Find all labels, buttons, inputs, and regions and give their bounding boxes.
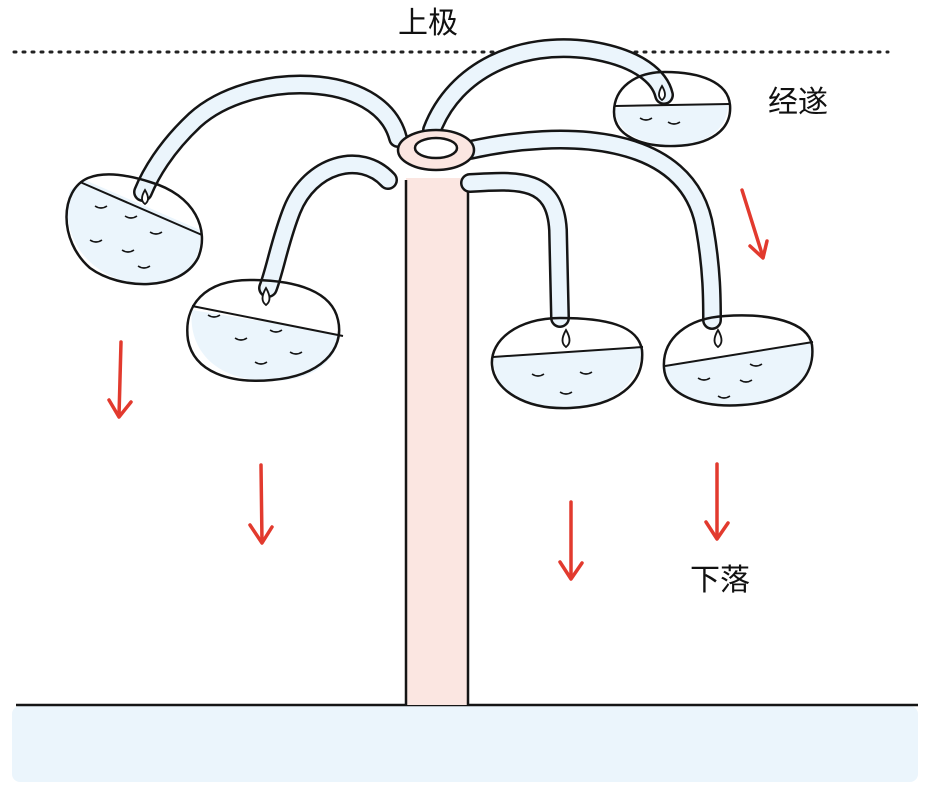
water-bowl-midright <box>490 316 644 410</box>
water-bowl-topright <box>612 70 732 148</box>
down-arrow-icon <box>740 188 769 260</box>
ground-water <box>12 706 918 782</box>
label-top-pole: 上极 <box>398 6 458 41</box>
down-arrow-icon <box>558 500 584 581</box>
water-bowl-left <box>65 173 204 286</box>
water-drop-icon <box>713 328 723 349</box>
down-arrow-icon <box>704 462 730 541</box>
label-meridian: 经遂 <box>768 85 828 120</box>
water-bowl-farright <box>662 314 814 407</box>
water-drop-icon <box>141 188 149 206</box>
water-drop-icon <box>261 286 271 307</box>
pipe-left-inner <box>135 77 406 200</box>
down-arrow-icon <box>107 340 133 419</box>
water-drop-icon <box>561 328 571 349</box>
ring-icon <box>396 128 476 172</box>
falling-arrows <box>107 188 769 581</box>
pipes <box>133 38 722 330</box>
pipe-midleft-inner <box>260 156 396 296</box>
pipe-topright-inner <box>424 40 672 138</box>
pipe-farright-inner <box>462 132 720 328</box>
water-bowl-midleft <box>186 278 344 382</box>
central-pillar <box>404 178 470 705</box>
label-falling: 下落 <box>690 563 750 598</box>
down-arrow-icon <box>248 463 274 545</box>
pipe-midright-inner <box>462 174 568 326</box>
water-drop-icon <box>658 84 666 102</box>
